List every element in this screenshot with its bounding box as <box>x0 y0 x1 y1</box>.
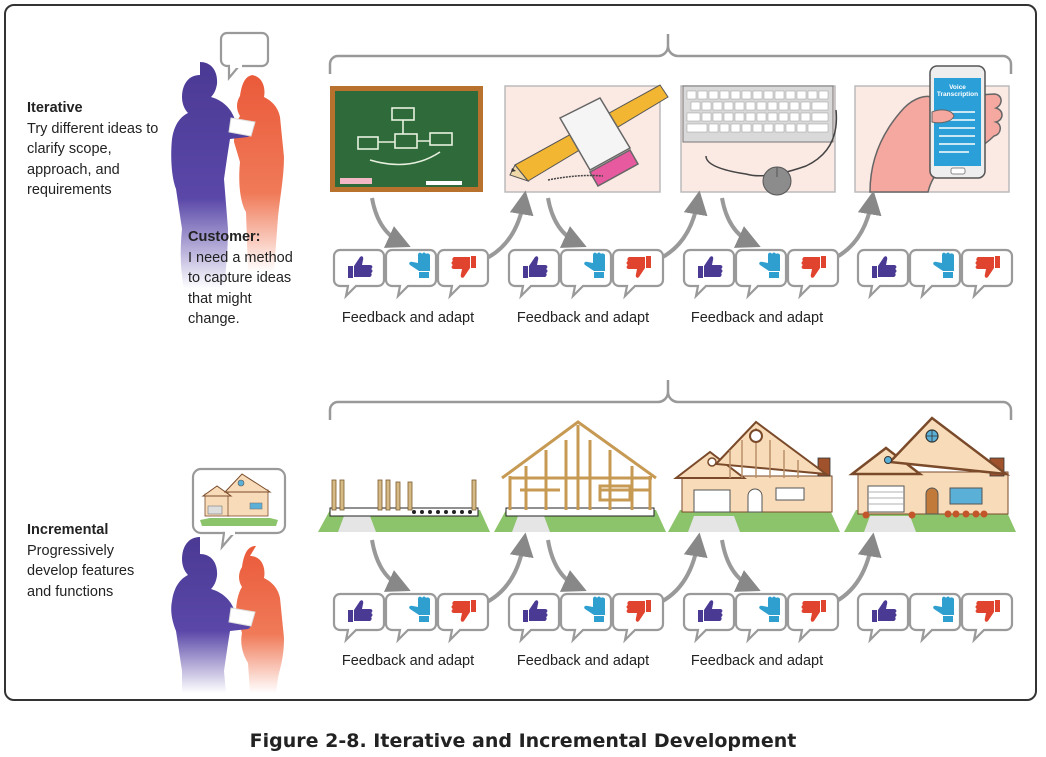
figure-caption: Figure 2-8. Iterative and Incremental De… <box>249 730 797 752</box>
incremental-description: Progressively develop features and funct… <box>27 542 135 600</box>
house-stage-foundation <box>318 479 490 532</box>
feedback-label-top-3: Feedback and adapt <box>690 310 824 326</box>
diagram-frame <box>4 4 1037 701</box>
feedback-label-bottom-1: Feedback and adapt <box>341 653 475 669</box>
pencil-panel <box>504 84 669 193</box>
feedback-icons-bottom-2 <box>509 594 663 640</box>
customer-title: Customer: <box>188 229 261 245</box>
incremental-label: Incremental Progressively develop featur… <box>27 520 157 602</box>
top-brace <box>328 34 1013 74</box>
house-stage-complete <box>844 416 1016 532</box>
chalkboard-panel <box>330 86 483 192</box>
feedback-icons-top-3 <box>684 250 838 296</box>
feedback-icons-bottom-4 <box>858 594 1012 640</box>
feedback-label-top-2: Feedback and adapt <box>516 310 650 326</box>
house-idea-bubble <box>191 467 287 551</box>
iterative-label: Iterative Try different ideas to clarify… <box>27 98 167 201</box>
iterative-title: Iterative <box>27 100 83 116</box>
customer-quote: I need a method to capture ideas that mi… <box>188 249 293 328</box>
feedback-icons-top-4 <box>858 250 1012 296</box>
feedback-icons-bottom-1 <box>334 594 488 640</box>
iterative-description: Try different ideas to clarify scope, ap… <box>27 120 159 199</box>
house-stage-walls <box>668 420 840 532</box>
customer-figures-top <box>171 31 284 289</box>
feedback-icons-top-2 <box>509 250 663 296</box>
house-stage-frame <box>494 420 666 532</box>
feedback-label-bottom-3: Feedback and adapt <box>690 653 824 669</box>
phone-panel <box>854 65 1010 193</box>
keyboard-panel <box>680 85 838 196</box>
speech-bubble-icon <box>219 31 270 68</box>
customer-figures-bottom <box>171 537 284 693</box>
customer-label: Customer: I need a method to capture ide… <box>188 227 296 330</box>
feedback-label-top-1: Feedback and adapt <box>341 310 475 326</box>
feedback-icons-top-1 <box>334 250 488 296</box>
feedback-icons-bottom-3 <box>684 594 838 640</box>
phone-screen-text: Voice Transcription <box>936 84 979 98</box>
bottom-brace <box>328 380 1013 420</box>
feedback-label-bottom-2: Feedback and adapt <box>516 653 650 669</box>
incremental-title: Incremental <box>27 522 109 538</box>
